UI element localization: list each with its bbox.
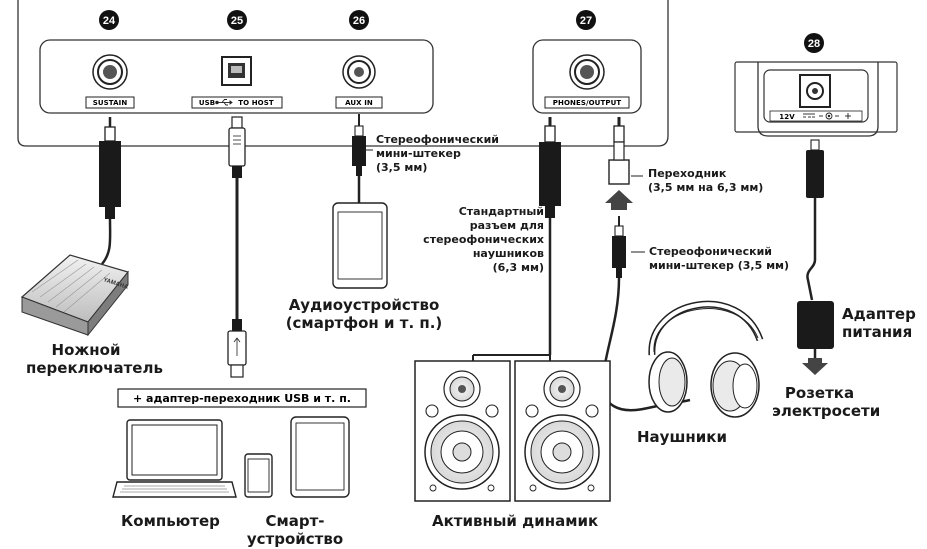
audio-device-icon (332, 202, 388, 289)
usb-to-host-port: USB TO HOST (191, 56, 283, 109)
foot-switch-plug (99, 117, 121, 219)
aux-in-label: AUX IN (345, 99, 373, 107)
callout-28: 28 (804, 33, 824, 53)
standard-jack-label: Стандартный разъем для стереофонических … (423, 205, 544, 274)
usb-label-prefix: USB (199, 99, 215, 107)
usb-adapter-note: + адаптер-переходник USB и т. п. (133, 392, 351, 405)
power-cable (806, 198, 817, 301)
svg-text:24: 24 (103, 15, 116, 27)
active-speaker-left (414, 360, 511, 502)
smart-device-label: Смарт- устройство (246, 512, 344, 548)
ac-outlet-label: Розетка электросети (772, 384, 881, 420)
usb-b-plug (228, 116, 246, 178)
speaker-cable-split (472, 354, 551, 361)
stereo-mini-plug-2-label: Стереофонический мини-штекер (3,5 мм) (649, 245, 790, 272)
dc-in-panel: 12V (734, 61, 898, 137)
standard-phone-plug (539, 117, 561, 218)
laptop-icon (112, 419, 237, 498)
dc-in-label: 12V (779, 113, 795, 121)
svg-text:26: 26 (353, 15, 365, 27)
outlet-arrow-icon (802, 358, 828, 375)
adapter-label: Переходник (3,5 мм на 6,3 мм) (648, 167, 764, 194)
usb-label-suffix: TO HOST (238, 99, 274, 107)
headphones-icon (648, 300, 764, 418)
sustain-jack: SUSTAIN (85, 54, 135, 109)
aux-in-jack: AUX IN (335, 55, 383, 109)
tablet-icon (290, 416, 350, 498)
active-speaker-label: Активный динамик (432, 512, 599, 530)
headphone-mini-plug (612, 216, 626, 278)
power-adapter-icon (797, 301, 834, 349)
power-adapter-label: Адаптер питания (842, 305, 916, 341)
smartphone-icon (244, 453, 273, 498)
insert-arrow-icon (605, 190, 633, 210)
dc-plug (806, 139, 824, 198)
headphones-label: Наушники (637, 428, 727, 446)
svg-text:28: 28 (808, 38, 820, 50)
audio-device-label: Аудиоустройство (смартфон и т. п.) (285, 296, 443, 332)
foot-switch-icon: YAMAHA (20, 254, 129, 337)
usb-a-plug (227, 319, 247, 378)
right-jack-panel (532, 39, 642, 114)
callout-26: 26 (349, 10, 369, 30)
instrument-rear-panel (17, 0, 669, 147)
svg-text:25: 25 (231, 15, 243, 27)
callout-25: 25 (227, 10, 247, 30)
aux-mini-plug (352, 114, 366, 176)
active-speaker-right (514, 360, 611, 502)
usb-adapter-note-box (117, 388, 367, 408)
foot-switch-cable (101, 218, 112, 265)
adapter-plug (608, 117, 630, 185)
phones-output-label: PHONES/OUTPUT (553, 99, 622, 107)
usb-symbol-icon (215, 99, 233, 106)
dc-polarity-icon (803, 112, 851, 120)
foot-switch-label: Ножной переключатель (26, 341, 163, 377)
sustain-jack-label: SUSTAIN (93, 99, 128, 107)
callout-24: 24 (99, 10, 119, 30)
left-jack-panel (39, 39, 434, 114)
phones-output-jack: PHONES/OUTPUT (544, 54, 630, 109)
computer-label: Компьютер (121, 512, 220, 530)
stereo-mini-plug-label: Стереофонический мини-штекер (3,5 мм) (376, 133, 499, 174)
svg-text:27: 27 (580, 15, 592, 27)
callout-27: 27 (576, 10, 596, 30)
